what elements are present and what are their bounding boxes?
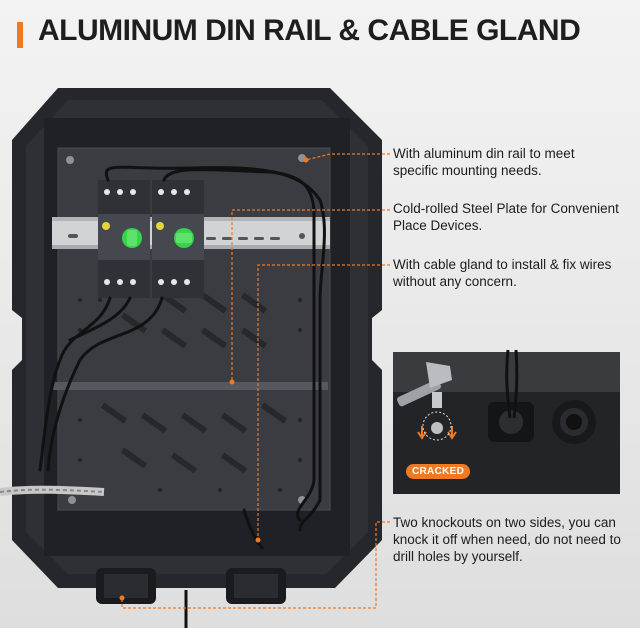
callout-knockouts: Two knockouts on two sides, you can knoc… [393, 515, 621, 564]
breakers [98, 180, 204, 298]
page-title: ALUMINUM DIN RAIL & CABLE GLAND [38, 14, 581, 47]
cracked-badge: CRACKED [406, 464, 471, 479]
bottom-cable-glands [96, 568, 286, 628]
leader-lines [121, 153, 390, 609]
down-arrow-icon [417, 426, 457, 440]
leader-dots [119, 157, 309, 601]
wires [38, 165, 326, 550]
title-accent-bar [17, 22, 23, 48]
braided-cable [0, 485, 105, 496]
callout-din-rail: With aluminum din rail to meet specific … [393, 146, 575, 178]
hammer-icon [397, 362, 452, 408]
callout-steel-plate: Cold-rolled Steel Plate for Convenient P… [393, 201, 619, 233]
callout-cable-gland: With cable gland to install & fix wires … [393, 257, 612, 289]
